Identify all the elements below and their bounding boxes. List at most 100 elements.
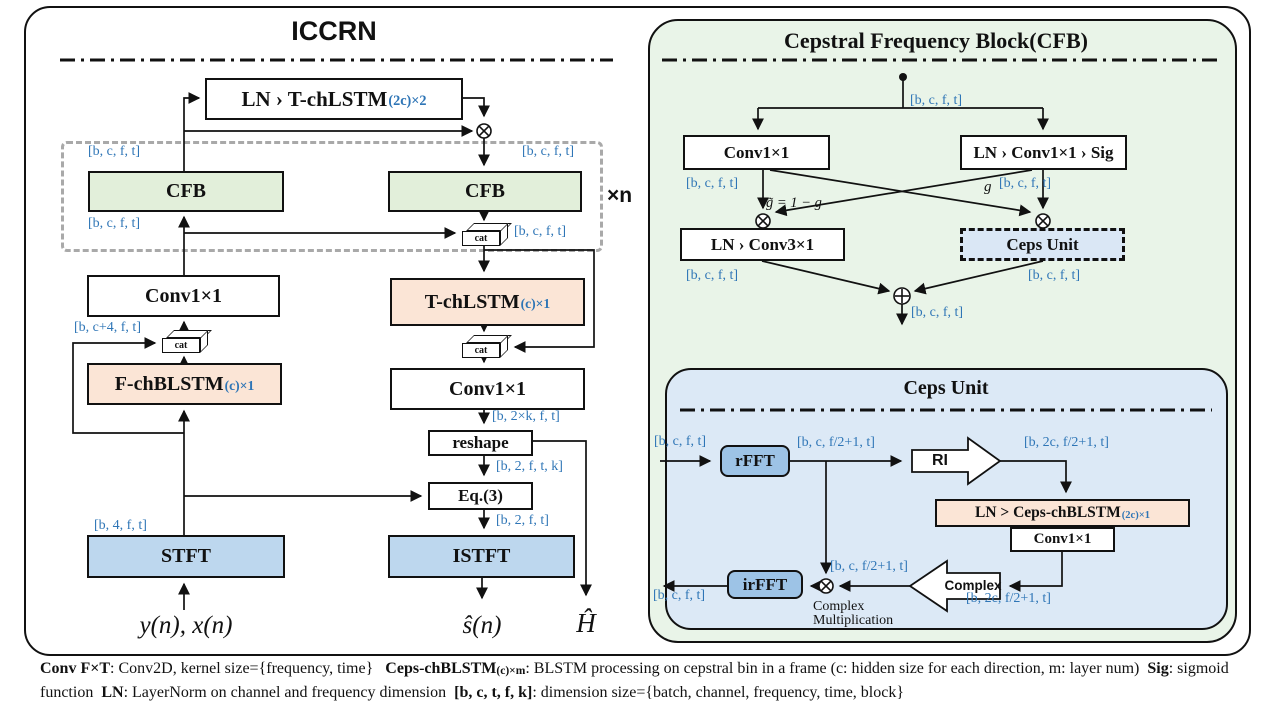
ceps-unit-connectors <box>660 455 1072 592</box>
t-chlstm-label: T-chLSTM <box>424 290 520 313</box>
cfb-left-box: CFB <box>88 171 284 212</box>
conv1x1-mid-label: Conv1×1 <box>449 377 526 400</box>
dim-label: [b, c, f, t] <box>522 144 575 159</box>
complex-mult-note-line1: Complex <box>813 599 865 614</box>
dim-label: [b, c, f, t] <box>686 268 739 283</box>
ln-tchlstm-box: LN › T-chLSTM(2c)×2 <box>205 78 463 120</box>
cfb-left-label: CFB <box>166 180 206 202</box>
operator-icons <box>476 73 1051 613</box>
repeat-group-dashed-box <box>61 141 603 252</box>
dim-label: [b, c, f, t] <box>1028 268 1081 283</box>
multiply-operator-icon <box>818 578 834 594</box>
f-chblstm-label: F-chBLSTM <box>114 372 224 395</box>
reshape-label: reshape <box>452 433 509 452</box>
caption-segment: : LayerNorm on channel and frequency dim… <box>123 684 455 702</box>
cfb-panel-title: Cepstral Frequency Block(CFB) <box>784 28 1088 53</box>
f-chblstm-box: F-chBLSTM(c)×1 <box>87 363 282 405</box>
t-chlstm-sub: (c)×1 <box>520 296 551 311</box>
ceps-conv1x1-label: Conv1×1 <box>1033 531 1092 547</box>
ln-ceps-chblstm-box: LN > Ceps-chBLSTM(2c)×1 <box>935 499 1190 527</box>
ln-tchlstm-sub: (2c)×2 <box>388 92 427 109</box>
istft-box: ISTFT <box>388 535 575 578</box>
concat-node: cat <box>462 334 512 358</box>
dim-label: [b, c, f, t] <box>88 216 141 231</box>
conv1x1-top-box: Conv1×1 <box>87 275 280 317</box>
dim-label: [b, c, f, t] <box>999 176 1052 191</box>
concat-label: cat <box>462 231 500 246</box>
complex-arrow-shape <box>908 559 1001 613</box>
conv1x1-mid-box: Conv1×1 <box>390 368 585 410</box>
h-output-label: Ĥ <box>576 607 596 638</box>
junction-dot-icon <box>899 73 907 81</box>
cfb-ln-conv3-box: LN › Conv3×1 <box>680 228 845 261</box>
input-signal-label: y(n), x(n) <box>139 612 233 639</box>
concat-label: cat <box>462 343 500 358</box>
caption-segment: LN <box>101 684 124 702</box>
dim-label: [b, 2, f, t] <box>496 513 549 528</box>
caption-segment: : BLSTM processing on cepstral bin in a … <box>525 660 1148 677</box>
dim-label: [b, c, f/2+1, t] <box>830 559 908 574</box>
cfb-ceps-unit-box: Ceps Unit <box>960 228 1125 261</box>
caption-segment: Sig <box>1147 660 1169 677</box>
dim-label: [b, c, f, t] <box>654 434 707 449</box>
dim-label: [b, c, f, t] <box>88 144 141 159</box>
multiply-operator-icon <box>755 213 771 229</box>
t-chlstm-box: T-chLSTM(c)×1 <box>390 278 585 326</box>
f-chblstm-sub: (c)×1 <box>224 378 255 393</box>
dim-label: [b, c+4, f, t] <box>74 320 141 335</box>
ceps-unit-title: Ceps Unit <box>903 377 989 399</box>
cfb-conv1x1-box: Conv1×1 <box>683 135 830 170</box>
cfb-ln-conv3-label: LN › Conv3×1 <box>710 234 815 254</box>
dim-label: [b, c, f, t] <box>911 305 964 320</box>
output-signal-label: ŝ(n) <box>462 612 502 639</box>
caption-segment: [b, c, t, f, k] <box>454 684 533 702</box>
ln-tchlstm-label: LN › T-chLSTM <box>241 86 388 111</box>
sum-operator-icon <box>893 287 911 305</box>
gate-g-label: g <box>984 179 992 195</box>
cfb-right-label: CFB <box>465 180 505 202</box>
cfb-ln-conv-sig-label: LN › Conv1×1 › Sig <box>973 142 1114 162</box>
concat-label: cat <box>162 338 200 353</box>
caption-segment: Conv F×T <box>40 660 111 677</box>
cfb-ceps-unit-label: Ceps Unit <box>1006 234 1079 254</box>
multiply-operator-icon <box>476 123 492 139</box>
dim-label: [b, c, f/2+1, t] <box>797 435 875 450</box>
cfb-ln-conv-sig-box: LN › Conv1×1 › Sig <box>960 135 1127 170</box>
caption-segment: (c)×m <box>496 664 526 677</box>
caption-segment: : dimension size={batch, channel, freque… <box>532 684 905 702</box>
ln-ceps-chblstm-sub: (2c)×1 <box>1121 509 1150 521</box>
stft-box: STFT <box>87 535 285 578</box>
dim-label: [b, c, f, t] <box>686 176 739 191</box>
ri-label: RI <box>932 452 948 469</box>
caption-segment: : Conv2D, kernel size={frequency, time} <box>110 660 386 677</box>
rfft-label: rFFT <box>735 451 775 470</box>
iccrn-title: ICCRN <box>291 16 377 46</box>
rfft-box: rFFT <box>720 445 790 477</box>
cfb-panel-connectors <box>752 77 1049 326</box>
caption-segment: : sigmoid function <box>40 660 1233 702</box>
irfft-label: irFFT <box>742 574 788 594</box>
dim-label: [b, c, f, t] <box>514 224 567 239</box>
dim-label: [b, c, f, t] <box>910 93 963 108</box>
dim-label: [b, 2c, f/2+1, t] <box>1024 435 1109 450</box>
complex-label: Complex <box>944 578 1002 593</box>
irfft-box: irFFT <box>727 570 803 599</box>
concat-node: cat <box>462 222 512 246</box>
multiply-operator-icon <box>1035 213 1051 229</box>
dash-dot-separators <box>60 58 1222 412</box>
repeat-count-label: ×n <box>607 184 633 207</box>
dim-label: [b, 4, f, t] <box>94 518 147 533</box>
dim-label: [b, c, f, t] <box>653 588 706 603</box>
gate-equation-label: g̃ = 1 − g <box>766 195 822 211</box>
ceps-conv1x1-box: Conv1×1 <box>1010 527 1115 552</box>
stft-label: STFT <box>160 545 212 567</box>
istft-label: ISTFT <box>452 545 511 567</box>
cfb-right-box: CFB <box>388 171 582 212</box>
ln-ceps-chblstm-label: LN > Ceps-chBLSTM <box>974 504 1121 521</box>
left-panel-connectors <box>72 92 595 610</box>
conv1x1-top-label: Conv1×1 <box>145 284 222 307</box>
figure-caption: Conv F×T: Conv2D, kernel size={frequency… <box>40 658 1252 704</box>
dim-label: [b, 2, f, t, k] <box>496 459 563 474</box>
